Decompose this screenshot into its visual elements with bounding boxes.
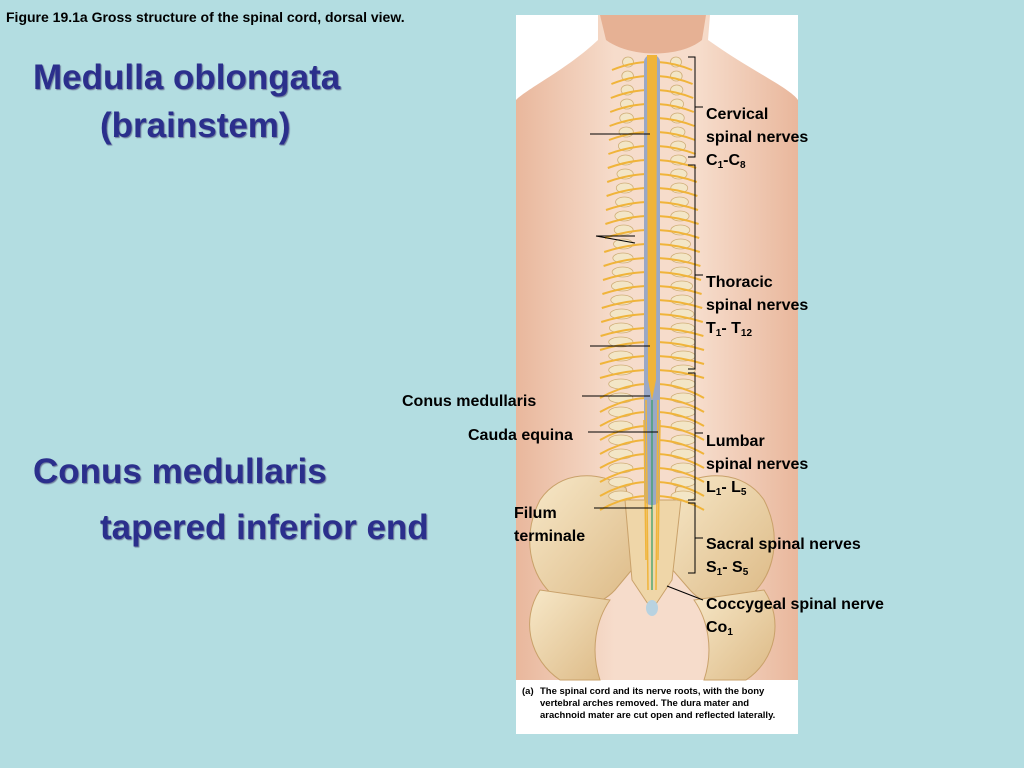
nerve-root bbox=[657, 411, 705, 427]
medulla-subheading: (brainstem) bbox=[100, 106, 291, 145]
medulla-heading: Medulla oblongata bbox=[33, 58, 341, 97]
vertebra-facet bbox=[608, 378, 634, 390]
nerve-root bbox=[657, 313, 704, 323]
panel-caption: (a) The spinal cord and its nerve roots,… bbox=[522, 686, 794, 722]
nerve-root bbox=[601, 299, 647, 309]
nerve-root bbox=[604, 229, 647, 239]
nerve-root bbox=[657, 243, 701, 253]
leader-lines bbox=[582, 133, 658, 509]
nerve-root bbox=[657, 397, 705, 413]
pelvis bbox=[529, 475, 776, 681]
nerve-root bbox=[607, 159, 647, 169]
nerve-root bbox=[657, 467, 705, 483]
nerve-root bbox=[657, 299, 703, 309]
nerve-root bbox=[611, 61, 647, 71]
vertebra-facet bbox=[670, 406, 696, 418]
vertebra-facet bbox=[670, 420, 696, 432]
nerve-root bbox=[603, 257, 647, 267]
nerve-root bbox=[657, 187, 698, 197]
vertebra-facet bbox=[670, 392, 696, 404]
vertebra-facet bbox=[670, 434, 696, 446]
nerve-root bbox=[657, 75, 693, 85]
nerve-root bbox=[657, 89, 694, 99]
nerve-root bbox=[657, 61, 693, 71]
nerve-root bbox=[657, 355, 705, 365]
vertebra-facet bbox=[608, 420, 634, 432]
nerve-root bbox=[657, 369, 705, 379]
nerve-root bbox=[657, 229, 700, 239]
label-coccygeal: Coccygeal spinal nerve Co1 bbox=[706, 596, 884, 638]
vertebra-facet bbox=[670, 462, 696, 474]
nerve-root bbox=[609, 117, 647, 127]
vertebra-facet bbox=[608, 434, 634, 446]
nerve-root bbox=[657, 285, 702, 295]
nerve-roots bbox=[599, 61, 705, 511]
nerve-root bbox=[599, 355, 647, 365]
vertebra-facet bbox=[608, 490, 634, 502]
label-conus-medullaris: Conus medullaris bbox=[402, 393, 537, 410]
vertebra-facet bbox=[608, 448, 634, 460]
label-cervical: Cervical spinal nerves C1-C8 bbox=[706, 106, 809, 171]
spinal-cord bbox=[643, 55, 661, 591]
nerve-root bbox=[602, 285, 647, 295]
nerve-root bbox=[657, 117, 695, 127]
nerve-root bbox=[657, 271, 702, 281]
conus-heading: Conus medullaris bbox=[33, 452, 327, 491]
vertebra-facet bbox=[608, 476, 634, 488]
nerve-root bbox=[606, 173, 647, 183]
nerve-root bbox=[599, 481, 647, 497]
nerve-root bbox=[599, 369, 647, 379]
nerve-root bbox=[657, 103, 695, 113]
bracket-lines bbox=[666, 56, 704, 601]
nerve-root bbox=[599, 411, 647, 427]
nerve-root bbox=[599, 439, 647, 455]
nerve-root bbox=[599, 341, 647, 351]
nerve-root bbox=[599, 453, 647, 469]
nerve-root bbox=[608, 145, 647, 155]
nerve-root bbox=[657, 481, 705, 497]
label-filum-terminale: Filum terminale bbox=[514, 505, 586, 545]
vertebra-facet bbox=[608, 406, 634, 418]
nerve-root bbox=[605, 201, 647, 211]
label-cauda-equina: Cauda equina bbox=[468, 427, 573, 444]
nerve-root bbox=[599, 467, 647, 483]
figure-caption: Figure 19.1a Gross structure of the spin… bbox=[6, 9, 405, 25]
nerve-root bbox=[606, 187, 647, 197]
vertebra-facet bbox=[670, 476, 696, 488]
nerve-root bbox=[657, 159, 697, 169]
label-thoracic: Thoracic spinal nerves T1- T12 bbox=[706, 274, 809, 339]
nerve-root bbox=[600, 313, 647, 323]
vertebra-facet bbox=[670, 378, 696, 390]
vertebra-facet bbox=[608, 392, 634, 404]
nerve-root bbox=[657, 173, 698, 183]
nerve-root bbox=[657, 257, 701, 267]
nerve-root bbox=[657, 383, 705, 399]
nerve-root bbox=[657, 327, 704, 337]
vertebra-facet bbox=[608, 462, 634, 474]
conus-subheading: tapered inferior end bbox=[100, 508, 429, 547]
nerve-root bbox=[657, 341, 705, 351]
nerve-root bbox=[603, 243, 647, 253]
label-sacral: Sacral spinal nerves S1- S5 bbox=[706, 536, 861, 578]
nerve-root bbox=[657, 425, 705, 441]
nerve-root bbox=[599, 397, 647, 413]
nerve-root bbox=[600, 327, 647, 337]
nerve-root bbox=[657, 495, 705, 511]
nerve-root bbox=[599, 425, 647, 441]
label-lumbar: Lumbar spinal nerves L1- L5 bbox=[706, 433, 809, 498]
vertebra-facet bbox=[670, 448, 696, 460]
nerve-root bbox=[657, 453, 705, 469]
panel-caption-text: The spinal cord and its nerve roots, wit… bbox=[540, 686, 776, 721]
nerve-root bbox=[610, 89, 647, 99]
nerve-root bbox=[609, 103, 647, 113]
panel-caption-tag: (a) bbox=[522, 686, 534, 697]
nerve-root bbox=[657, 131, 696, 141]
nerve-root bbox=[602, 271, 647, 281]
nerve-root bbox=[611, 75, 647, 85]
nerve-root bbox=[657, 439, 705, 455]
nerve-root bbox=[605, 215, 647, 225]
nerve-root bbox=[657, 145, 696, 155]
